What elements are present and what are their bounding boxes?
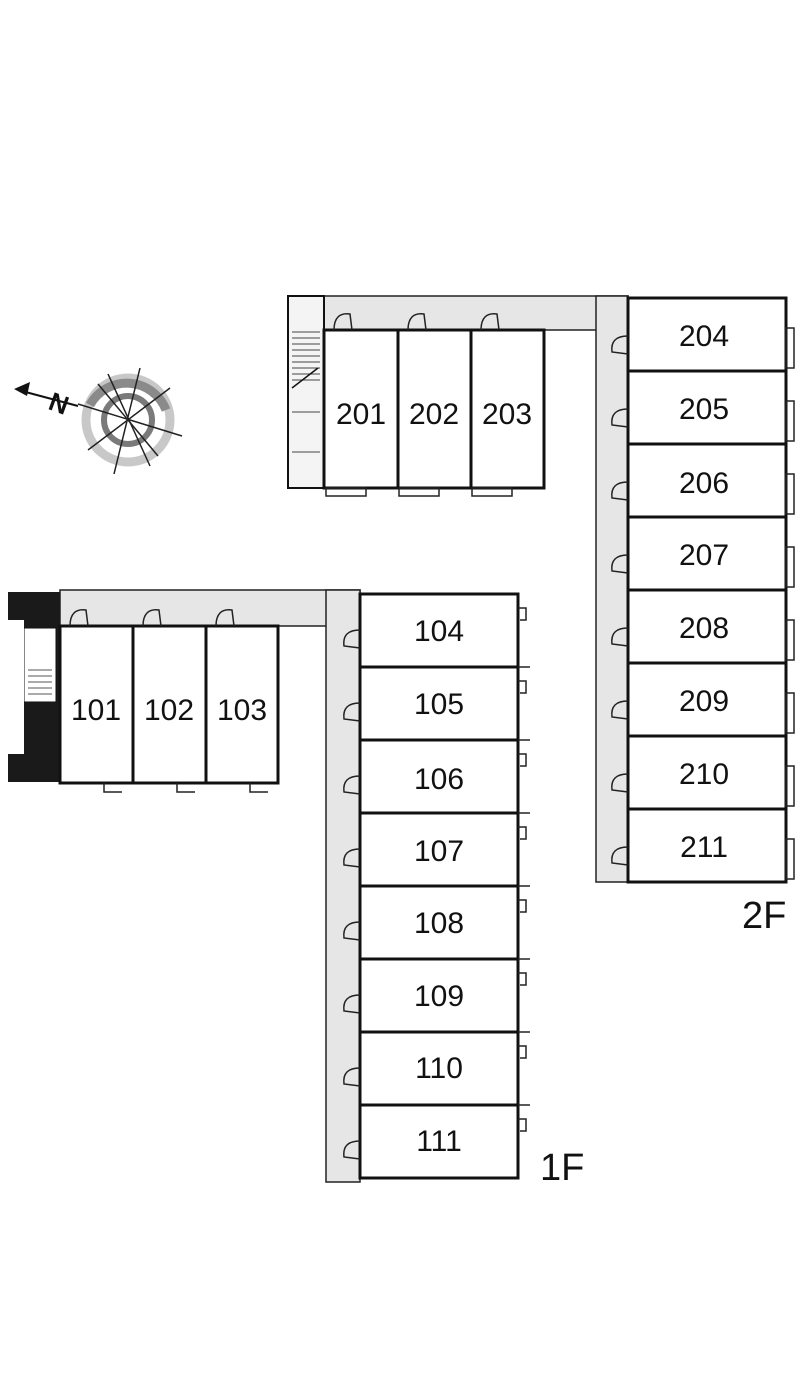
unit-211 <box>626 807 788 884</box>
corridor-1f-top <box>59 589 361 627</box>
door-202 <box>407 313 427 331</box>
unit-105 <box>358 665 520 742</box>
unit-110 <box>358 1030 520 1107</box>
balcony-201 <box>325 487 367 497</box>
balcony-202 <box>398 487 440 497</box>
unit-202 <box>396 328 473 490</box>
unit-101-label: 101 <box>71 694 121 727</box>
unit-111-label: 111 <box>416 1125 462 1158</box>
unit-201-label: 201 <box>336 398 386 431</box>
unit-106-label: 106 <box>414 763 464 796</box>
corridor-2f-side <box>595 295 629 883</box>
north-label: N <box>45 386 73 421</box>
stair-2f <box>287 295 325 489</box>
unit-109-label: 109 <box>414 980 464 1013</box>
first-floor-block: 101 102 103 104 105 106 107 108 109 110 … <box>8 589 584 1189</box>
unit-204-label: 204 <box>679 320 729 353</box>
unit-108-label: 108 <box>414 907 464 940</box>
floor-label-1f: 1F <box>540 1147 584 1189</box>
unit-102-label: 102 <box>144 694 194 727</box>
unit-102 <box>131 624 208 785</box>
unit-207-label: 207 <box>679 539 729 572</box>
corridor-1f-side <box>325 589 361 1183</box>
unit-205-label: 205 <box>679 393 729 426</box>
unit-106 <box>358 738 520 815</box>
unit-211-label: 211 <box>680 831 728 864</box>
compass-rose-icon: N <box>14 367 183 475</box>
unit-210 <box>626 734 788 811</box>
unit-110-label: 110 <box>415 1052 463 1085</box>
floor-label-2f: 2F <box>742 895 786 937</box>
unit-210-label: 210 <box>679 758 729 791</box>
unit-203-label: 203 <box>482 398 532 431</box>
unit-104-label: 104 <box>414 615 464 648</box>
unit-206 <box>626 442 788 519</box>
unit-103-label: 103 <box>217 694 267 727</box>
second-floor-block: 201 202 203 204 205 206 207 208 209 210 … <box>287 295 795 937</box>
unit-105-label: 105 <box>414 688 464 721</box>
unit-204 <box>626 296 788 373</box>
unit-202-label: 202 <box>409 398 459 431</box>
door-201 <box>333 313 353 331</box>
unit-206-label: 206 <box>679 467 729 500</box>
unit-208-label: 208 <box>679 612 729 645</box>
door-203 <box>480 313 500 331</box>
corridor-2f-top <box>287 295 629 331</box>
unit-107-label: 107 <box>414 835 464 868</box>
unit-209-label: 209 <box>679 685 729 718</box>
unit-209 <box>626 661 788 738</box>
balcony-203 <box>471 487 513 497</box>
unit-103 <box>204 624 280 785</box>
